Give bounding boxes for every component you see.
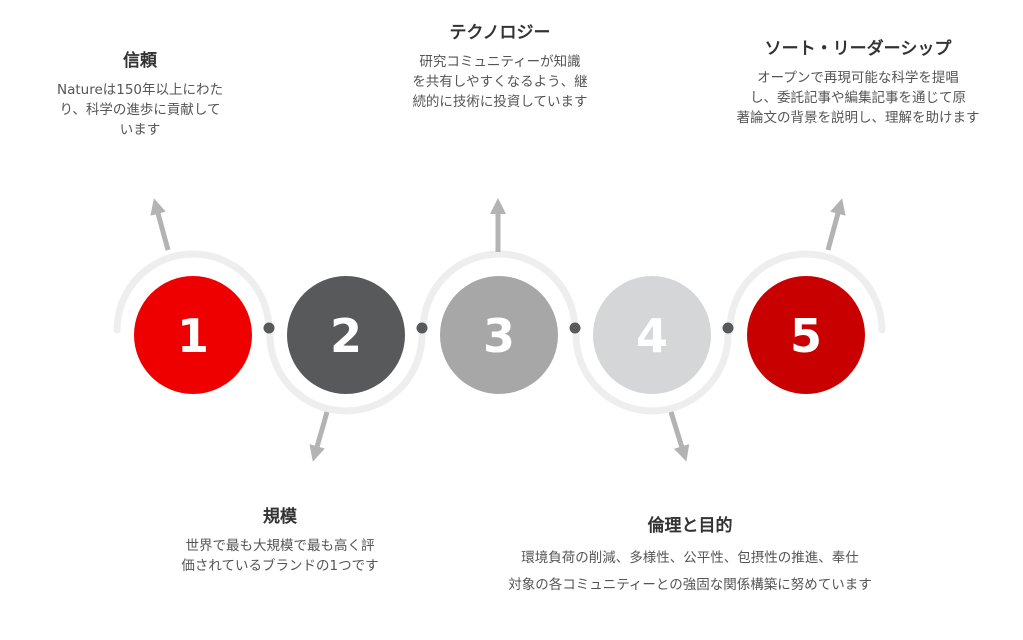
arrow-up-1	[150, 198, 171, 251]
arrow-down-2	[309, 411, 330, 462]
step-circles	[134, 276, 865, 394]
step-desc-1: Natureは150年以上にわた り、科学の進歩に貢献して います	[56, 82, 224, 138]
step-title-2: 規模	[263, 507, 297, 527]
step-label-2: 規模 世界で最も大規模で最も高く評 価されているブランドの1つです	[150, 506, 410, 576]
step-circle-2	[287, 276, 405, 394]
step-title-3: テクノロジー	[449, 23, 551, 43]
step-label-4: 倫理と目的 環境負荷の削減、多様性、公平性、包摂性の推進、奉仕 対象の各コミュニ…	[470, 515, 910, 599]
step-label-5: ソート・リーダーシップ オープンで再現可能な科学を提唱 し、委託記事や編集記事を…	[700, 38, 1016, 128]
connector-dot-2-3	[416, 322, 428, 334]
connector-dot-1-2	[263, 322, 275, 334]
step-number-4: 4	[636, 309, 668, 363]
step-number-5: 5	[790, 309, 822, 363]
ring-arc-4	[572, 331, 732, 415]
arrow-up-5	[825, 198, 846, 251]
step-title-5: ソート・リーダーシップ	[764, 39, 952, 59]
step-title-1: 信頼	[123, 51, 157, 71]
step-circle-1	[134, 276, 252, 394]
step-number-2: 2	[330, 309, 362, 363]
arrows	[150, 197, 846, 462]
step-label-3: テクノロジー 研究コミュニティーが知識 を共有しやすくなるよう、継 続的に技術に…	[370, 22, 630, 112]
connector-dot-3-4	[569, 322, 581, 334]
ring-arcs	[113, 250, 886, 415]
step-number-3: 3	[483, 309, 515, 363]
step-circle-4	[593, 276, 711, 394]
ring-arc-1	[113, 250, 273, 334]
step-label-1: 信頼 Natureは150年以上にわた り、科学の進歩に貢献して います	[30, 50, 250, 140]
ring-arc-5	[726, 250, 886, 334]
arrow-down-4	[668, 411, 690, 462]
ring-arc-3	[419, 250, 579, 334]
ring-arc-2	[266, 331, 426, 415]
connector-dots	[263, 322, 734, 334]
step-numbers: 1 2 3 4 5	[177, 309, 822, 363]
step-desc-5: オープンで再現可能な科学を提唱 し、委託記事や編集記事を通じて原 著論文の背景を…	[736, 70, 980, 126]
step-desc-3: 研究コミュニティーが知識 を共有しやすくなるよう、継 続的に技術に投資しています	[412, 54, 588, 110]
step-number-1: 1	[177, 309, 209, 363]
connector-dot-4-5	[722, 322, 734, 334]
step-desc-2: 世界で最も大規模で最も高く評 価されているブランドの1つです	[181, 538, 379, 574]
step-title-4: 倫理と目的	[647, 516, 733, 536]
step-desc-4: 環境負荷の削減、多様性、公平性、包摂性の推進、奉仕 対象の各コミュニティーとの強…	[508, 550, 872, 593]
step-circle-5	[747, 276, 865, 394]
step-circle-3	[440, 276, 558, 394]
